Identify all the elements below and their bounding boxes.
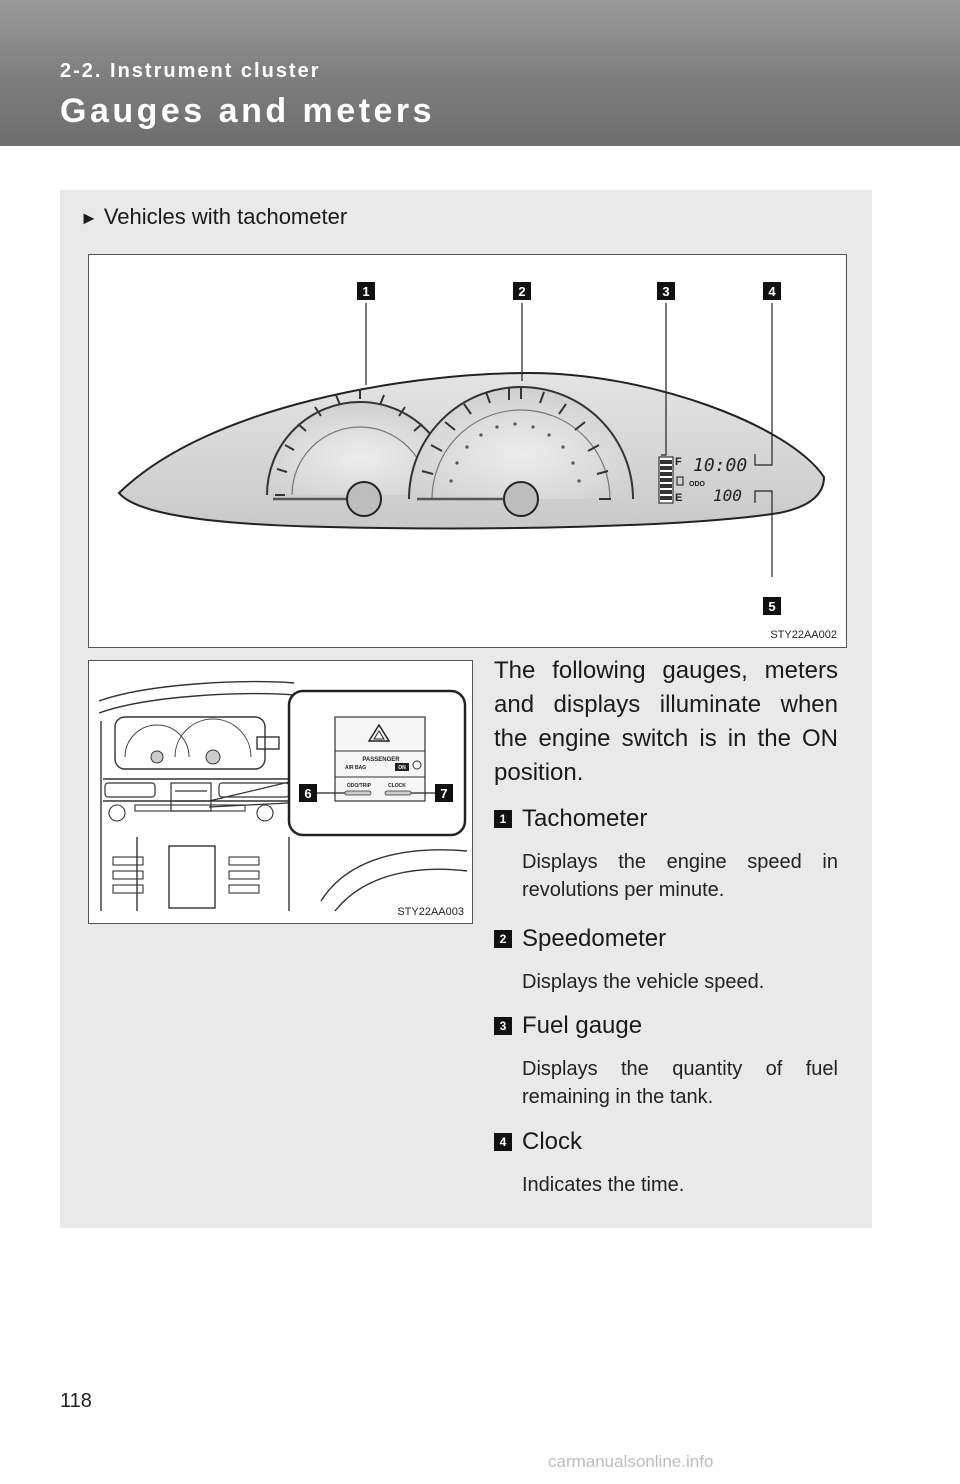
svg-text:1: 1 [362,284,369,299]
on-indicator: ON [398,765,406,771]
item-tachometer: 1 Tachometer Displays the engine speed i… [494,802,838,904]
item-number: 2 [494,930,512,948]
item-description: Indicates the time. [522,1174,685,1196]
svg-text:7: 7 [440,786,447,801]
svg-text:4: 4 [768,284,776,299]
odo-trip-button [344,790,372,796]
dashboard-figure: PASSENGER AIR BAG ON ODO/TRIP CLOCK 6 7 … [88,660,473,924]
fuel-full-mark: F [675,456,682,468]
item-number: 1 [494,810,512,828]
fuel-pump-icon [676,476,684,486]
item-clock: 4 Clock Indicates the time. [494,1125,838,1199]
item-name: Tachometer [522,805,648,832]
tachometer-gauge [266,389,454,517]
clock-readout: 10:00 [693,455,747,476]
footer-watermark: carmanualsonline.info [548,1452,714,1471]
item-name: Speedometer [522,925,667,952]
clock-label: CLOCK [388,783,406,789]
odo-trip-label: ODO/TRIP [347,783,372,789]
svg-text:5: 5 [768,599,775,614]
page-number: 118 [60,1390,92,1412]
figure-code: STY22AA002 [770,629,837,641]
svg-text:3: 3 [662,284,669,299]
cluster-illustration: F E 10:00 ODO 100 1 2 3 [117,282,837,641]
item-speedometer: 2 Speedometer Displays the vehicle speed… [494,922,838,996]
hazard-icon [367,723,391,742]
figure-code: STY22AA003 [397,906,464,918]
variant-text: Vehicles with tachometer [103,204,348,229]
page-title: Gauges and meters [60,92,436,130]
section-title: 2-2. Instrument cluster [60,60,321,82]
item-description: Displays the engine speed in revolutions… [522,851,838,901]
svg-text:6: 6 [304,786,311,801]
odometer-readout: 100 [713,486,742,505]
fuel-empty-mark: E [675,492,682,504]
item-name: Fuel gauge [522,1012,643,1039]
item-number: 4 [494,1133,512,1151]
item-description: Displays the quantity of fuel remaining … [522,1058,838,1108]
cluster-figure: F E 10:00 ODO 100 1 2 3 [88,254,847,648]
passenger-label: PASSENGER [362,757,400,763]
airbag-icon [412,760,422,770]
triangle-right-icon: ► [80,208,98,228]
callout-2: 2 [513,282,531,300]
intro-paragraph: The following gauges, meters and display… [494,657,838,786]
page-header: 2-2. Instrument cluster Gauges and meter… [0,0,960,146]
callout-4: 4 [763,282,781,300]
callout-5: 5 [763,597,781,615]
odo-label: ODO [689,481,706,488]
lcd-display: 10:00 ODO 100 [689,455,747,505]
item-number: 3 [494,1017,512,1035]
callout-3: 3 [657,282,675,300]
variant-label: ►Vehicles with tachometer [80,204,347,230]
fuel-gauge: F E [658,456,684,504]
speedometer-gauge [408,386,634,517]
item-fuel-gauge: 3 Fuel gauge Displays the quantity of fu… [494,1009,838,1111]
airbag-label: AIR BAG [345,765,366,771]
callout-1: 1 [357,282,375,300]
item-name: Clock [522,1128,583,1155]
svg-text:2: 2 [518,284,525,299]
callout-7: 7 [435,784,453,802]
callout-6: 6 [299,784,317,802]
clock-button [384,790,412,796]
item-description: Displays the vehicle speed. [522,971,765,993]
dashboard-illustration: PASSENGER AIR BAG ON ODO/TRIP CLOCK 6 7 … [98,680,468,918]
